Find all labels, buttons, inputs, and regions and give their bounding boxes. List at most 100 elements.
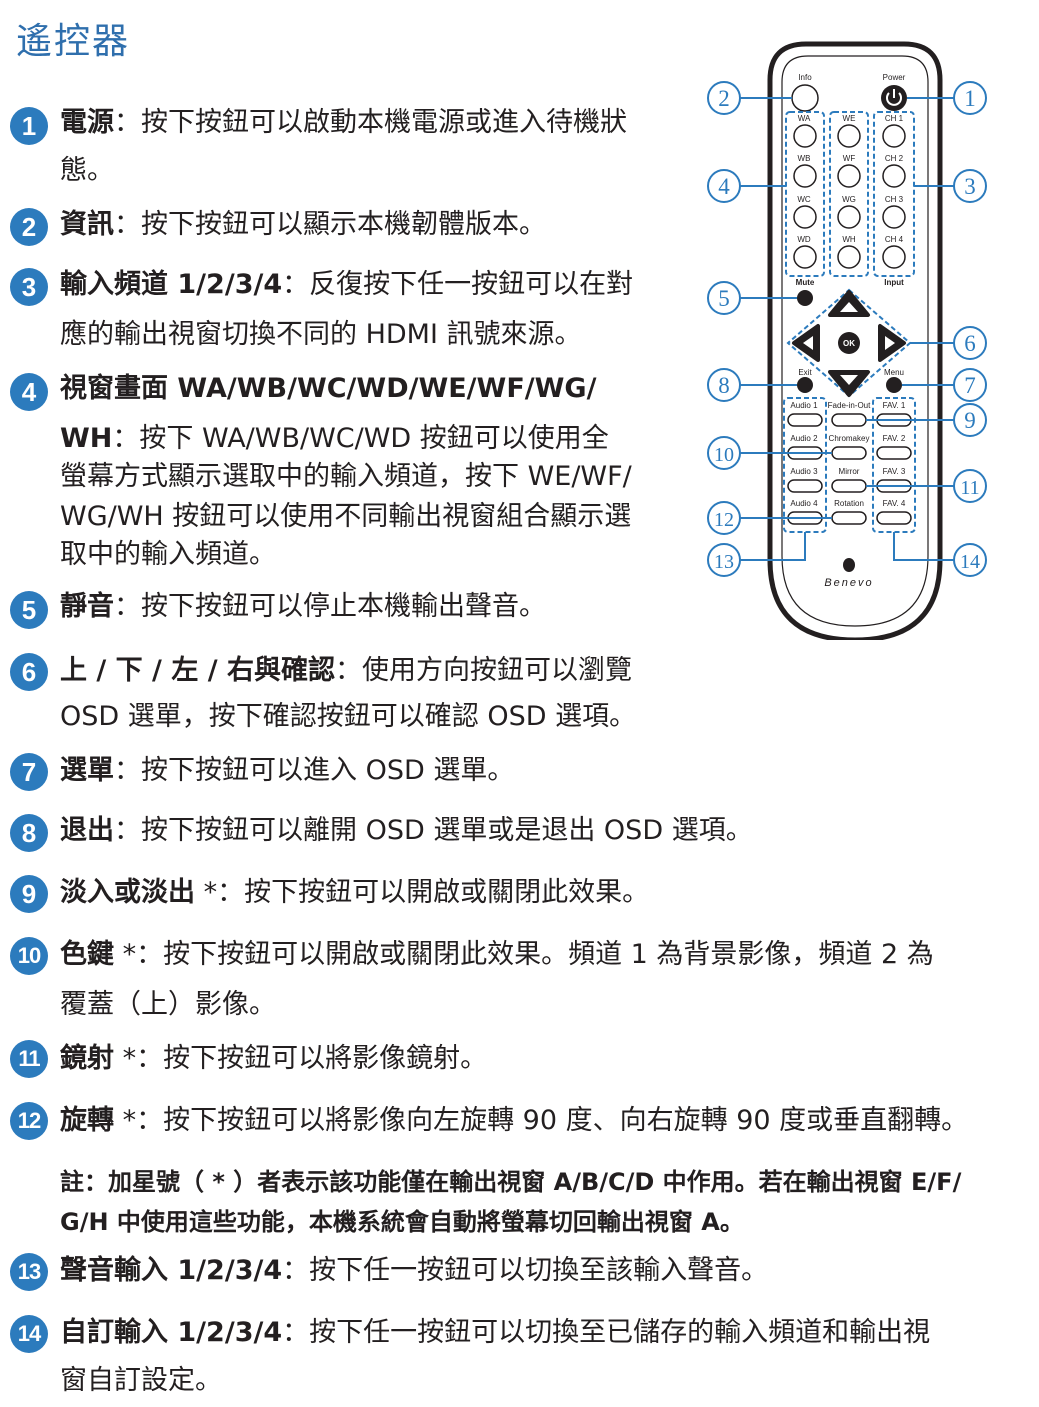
window-button	[793, 245, 817, 269]
callout-circle	[953, 368, 987, 402]
menu-button	[886, 377, 902, 393]
menu-label: Menu	[884, 368, 904, 377]
callout-number: 14	[960, 551, 980, 573]
item-number-badge: 1	[10, 107, 48, 145]
item-text-line: 上 / 下 / 左 / 右與確認：使用方向按鈕可以瀏覽	[60, 656, 632, 686]
item-number-badge: 11	[10, 1040, 48, 1078]
item-text-line: 自訂輸入 1/2/3/4：按下任一按鈕可以切換至已儲存的輸入頻道和輸出視	[60, 1318, 930, 1348]
channel-button-label: CH 4	[885, 235, 904, 244]
item-label: 資訊	[60, 209, 114, 240]
item-separator: ：	[114, 755, 141, 786]
page-title: 遙控器	[16, 21, 131, 62]
fav-button-label: FAV. 4	[883, 499, 906, 508]
item-description: 按下按鈕可以開啟或關閉此效果。頻道 1 為背景影像，頻道 2 為	[163, 939, 934, 970]
item-label: 上 / 下 / 左 / 右與確認	[60, 655, 335, 686]
fav-button	[876, 511, 912, 525]
window-button-label: WC	[797, 195, 811, 204]
item-description: 按下按鈕可以開啟或關閉此效果。	[244, 877, 650, 908]
item-description: 取中的輸入頻道。	[60, 539, 276, 570]
item-label: 鏡射	[60, 1043, 114, 1074]
effect-button	[831, 413, 867, 427]
item-text-line: 聲音輸入 1/2/3/4：按下任一按鈕可以切換至該輸入聲音。	[60, 1256, 768, 1286]
callout-circle	[707, 81, 741, 115]
item-label: 淡入或淡出	[60, 877, 195, 908]
item-text-line: 淡入或淡出 *：按下按鈕可以開啟或關閉此效果。	[60, 878, 649, 908]
item-number-badge: 6	[10, 653, 48, 691]
item-text-line: 資訊：按下按鈕可以顯示本機韌體版本。	[60, 210, 546, 240]
callout-number: 3	[964, 174, 976, 199]
left-arrow-inner	[803, 336, 813, 350]
effect-button-label: Rotation	[834, 499, 864, 508]
item-number-badge: 13	[10, 1253, 48, 1291]
window-button-label: WD	[797, 235, 811, 244]
item-text-line: 窗自訂設定。	[60, 1366, 222, 1396]
item-number-badge: 9	[10, 875, 48, 913]
channel-button	[882, 245, 906, 269]
callout-number: 12	[714, 509, 734, 531]
item-number-badge: 7	[10, 753, 48, 791]
item-description: 螢幕方式顯示選取中的輸入頻道，按下 WE/WF/	[60, 461, 632, 492]
item-description: 態。	[60, 155, 114, 186]
window-button-label: WA	[798, 114, 811, 123]
item-description: 窗自訂設定。	[60, 1365, 222, 1396]
item-text-line: WG/WH 按鈕可以使用不同輸出視窗組合顯示選	[60, 502, 631, 532]
item-text-line: 旋轉 *：按下按鈕可以將影像向左旋轉 90 度、向右旋轉 90 度或垂直翻轉。	[60, 1106, 968, 1136]
group-channel	[873, 111, 915, 277]
item-separator: ：	[112, 423, 140, 454]
callout-circle	[707, 501, 741, 535]
fav-button-label: FAV. 3	[883, 467, 906, 476]
callout-number: 1	[964, 86, 976, 111]
channel-button-label: CH 1	[885, 114, 904, 123]
item-separator: ：	[282, 1255, 310, 1286]
note-line: 註：加星號（ * ）者表示該功能僅在輸出視窗 A/B/C/D 中作用。若在輸出視…	[60, 1168, 962, 1196]
input-label: Input	[884, 278, 904, 287]
item-number-badge: 5	[10, 591, 48, 629]
fav-button-label: FAV. 2	[883, 434, 906, 443]
item-text-line: 輸入頻道 1/2/3/4：反復按下任一按鈕可以在對	[60, 270, 633, 300]
item-text-line: WH：按下 WA/WB/WC/WD 按鈕可以使用全	[60, 424, 609, 454]
item-text-line: 視窗畫面 WA/WB/WC/WD/WE/WF/WG/	[60, 374, 596, 404]
item-label: 選單	[60, 755, 114, 786]
group-w-left	[785, 111, 825, 277]
exit-button	[797, 377, 813, 393]
group-w-right	[829, 111, 869, 277]
item-description: 按下按鈕可以將影像向左旋轉 90 度、向右旋轉 90 度或垂直翻轉。	[163, 1105, 969, 1136]
effect-button	[831, 511, 867, 525]
callout-circle	[953, 469, 987, 503]
item-text-line: 取中的輸入頻道。	[60, 540, 276, 570]
right-arrow-inner	[885, 336, 895, 350]
info-label: Info	[798, 73, 812, 82]
callout-circle	[707, 281, 741, 315]
item-description: 按下 WA/WB/WC/WD 按鈕可以使用全	[139, 423, 609, 454]
item-separator: ：	[114, 209, 141, 240]
callout-number: 6	[964, 331, 976, 356]
effect-button-label: Chromakey	[829, 434, 870, 443]
callout-number: 5	[718, 286, 730, 311]
remote-inner-outline	[781, 55, 929, 627]
item-number-badge: 10	[10, 937, 48, 975]
audio-button	[787, 479, 823, 493]
audio-button	[787, 413, 823, 427]
item-description: 反復按下任一按鈕可以在對	[309, 269, 634, 300]
item-description: 按下按鈕可以將影像鏡射。	[163, 1043, 488, 1074]
down-arrow-inner	[840, 375, 858, 385]
item-description: OSD 選單，按下確認按鈕可以確認 OSD 選項。	[60, 701, 637, 732]
item-separator: ：	[282, 269, 310, 300]
item-text-line: 靜音：按下按鈕可以停止本機輸出聲音。	[60, 592, 546, 622]
note-line: G/H 中使用這些功能，本機系統會自動將螢幕切回輸出視窗 A。	[60, 1208, 744, 1236]
item-text-line: 螢幕方式顯示選取中的輸入頻道，按下 WE/WF/	[60, 462, 632, 492]
channel-button	[882, 205, 906, 229]
item-label: 旋轉	[60, 1105, 114, 1136]
callout-circle	[953, 81, 987, 115]
mute-button	[797, 290, 813, 306]
item-label: 色鍵	[60, 939, 114, 970]
callout-number: 8	[718, 373, 730, 398]
item-label: 視窗畫面 WA/WB/WC/WD/WE/WF/WG/	[60, 373, 597, 404]
item-text-line: 電源：按下按鈕可以啟動本機電源或進入待機狀	[60, 108, 627, 138]
window-button	[837, 124, 861, 148]
item-text-line: 鏡射 *：按下按鈕可以將影像鏡射。	[60, 1044, 487, 1074]
audio-button-label: Audio 4	[790, 499, 818, 508]
effect-button-label: Mirror	[839, 467, 860, 476]
channel-button	[882, 124, 906, 148]
channel-button	[882, 164, 906, 188]
